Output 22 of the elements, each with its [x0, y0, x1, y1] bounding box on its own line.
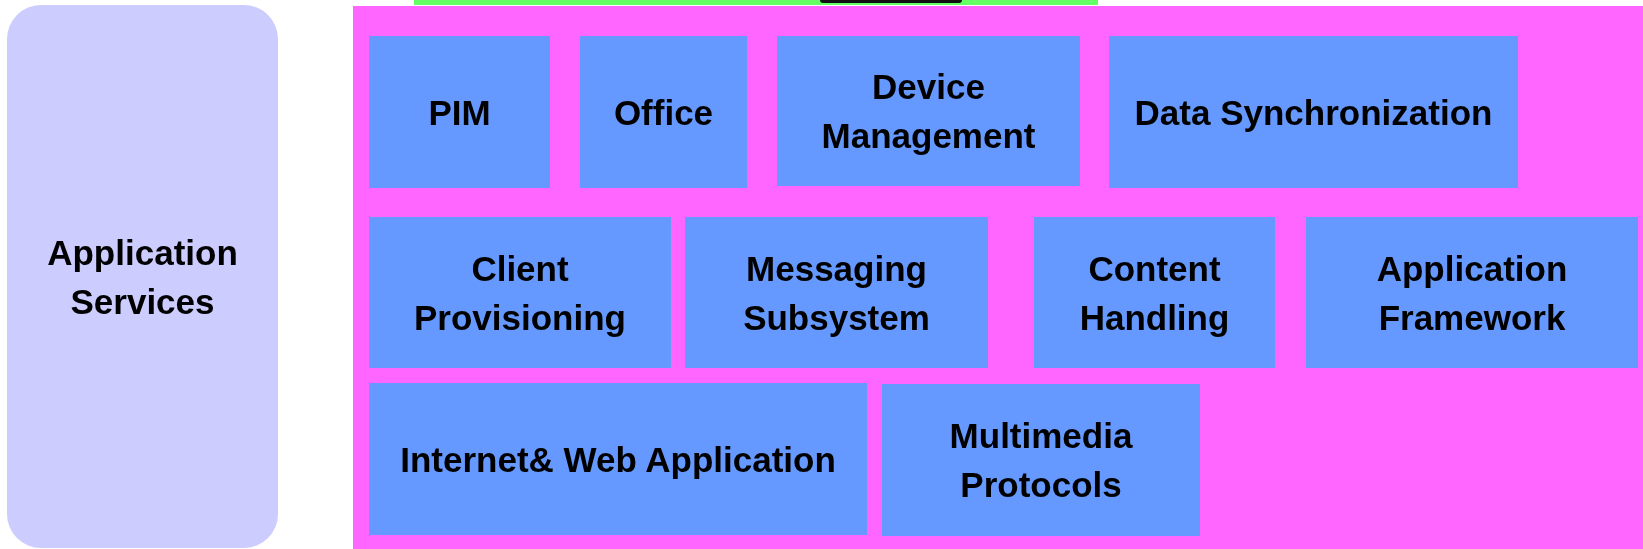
module-label: Content Handling: [1078, 247, 1231, 339]
module-box: [777, 36, 1080, 186]
module-label: Office: [613, 91, 714, 134]
module-label: Data Synchronization: [1134, 91, 1493, 134]
module-label: Internet& Web Application: [400, 438, 836, 481]
module-box: [580, 36, 747, 188]
module-label: Multimedia Protocols: [948, 415, 1134, 506]
module-box: [369, 217, 671, 368]
module-box: [1306, 217, 1638, 368]
module-box: [882, 384, 1200, 536]
module-box: [685, 217, 988, 368]
module-label: Application Services: [46, 231, 239, 323]
module-label: Application Framework: [1375, 247, 1569, 339]
module-box: [1109, 36, 1518, 188]
module-box: [369, 383, 867, 535]
module-label: PIM: [428, 91, 491, 134]
module-box: [369, 36, 550, 188]
module-label: Client Provisioning: [413, 247, 627, 339]
module-label: Messaging Subsystem: [742, 247, 931, 339]
side-label-box: [7, 5, 278, 548]
module-box: [1034, 217, 1275, 368]
module-label: Device Management: [820, 66, 1037, 157]
